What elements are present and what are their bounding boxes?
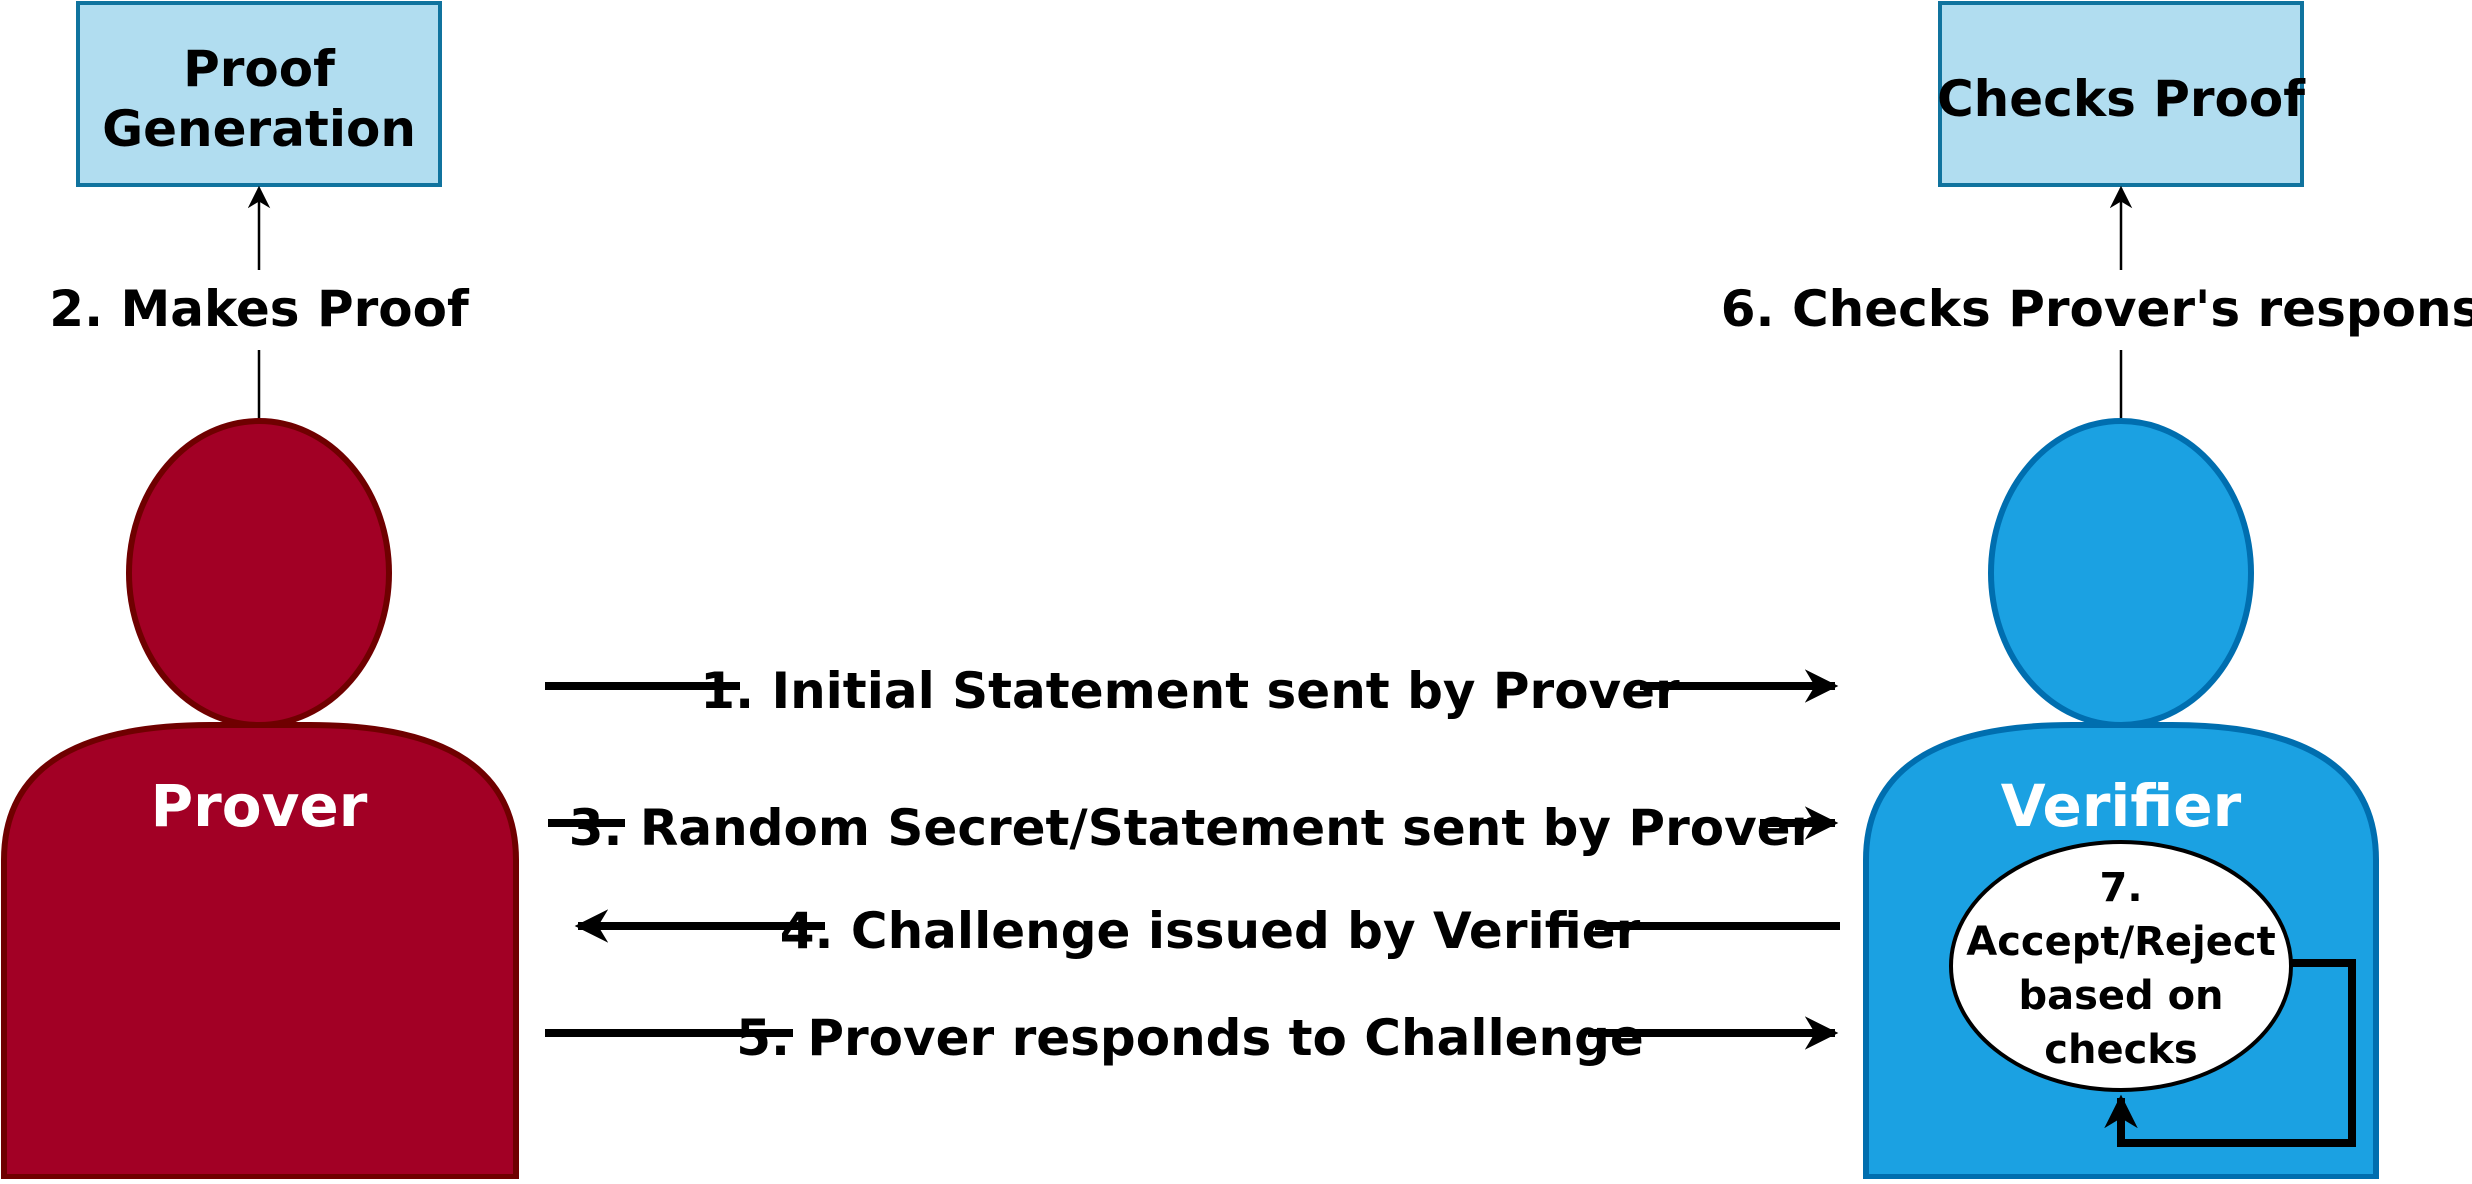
step-2-label: 2. Makes Proof bbox=[49, 280, 470, 338]
step-7-line4: checks bbox=[2044, 1027, 2197, 1073]
step-7-line1: 7. bbox=[2099, 865, 2142, 911]
checks-proof-box: Checks Proof bbox=[1937, 1, 2306, 187]
step-1-connector: 1. Initial Statement sent by Prover bbox=[545, 655, 1839, 721]
proof-generation-line1: Proof bbox=[183, 40, 336, 98]
step-7-line2: Accept/Reject bbox=[1966, 919, 2275, 965]
step-5-connector: 5. Prover responds to Challenge bbox=[545, 1002, 1839, 1068]
verifier-label: Verifier bbox=[2001, 772, 2242, 840]
checks-proof-label: Checks Proof bbox=[1937, 70, 2306, 128]
step-3-connector: 3. Random Secret/Statement sent by Prove… bbox=[548, 792, 1839, 858]
self-loop-arrow bbox=[2104, 959, 2356, 1147]
step-7-line3: based on bbox=[2018, 973, 2223, 1019]
prover-label: Prover bbox=[151, 772, 368, 840]
step-4-label: 4. Challenge issued by Verifier bbox=[780, 902, 1641, 960]
step-6-label: 6. Checks Prover's response bbox=[1721, 280, 2472, 338]
step-1-label: 1. Initial Statement sent by Prover bbox=[700, 662, 1680, 720]
proof-generation-box: Proof Generation bbox=[76, 1, 442, 187]
verifier-figure: Verifier 7. Accept/Reject based on check… bbox=[1863, 418, 2379, 1180]
step-4-connector: 4. Challenge issued by Verifier bbox=[574, 895, 1840, 961]
step-3-label: 3. Random Secret/Statement sent by Prove… bbox=[569, 799, 1816, 857]
proof-generation-line2: Generation bbox=[102, 100, 416, 158]
step-5-label: 5. Prover responds to Challenge bbox=[736, 1009, 1644, 1067]
prover-figure: Prover bbox=[0, 418, 519, 1180]
accept-reject-bubble bbox=[1949, 840, 2293, 1092]
